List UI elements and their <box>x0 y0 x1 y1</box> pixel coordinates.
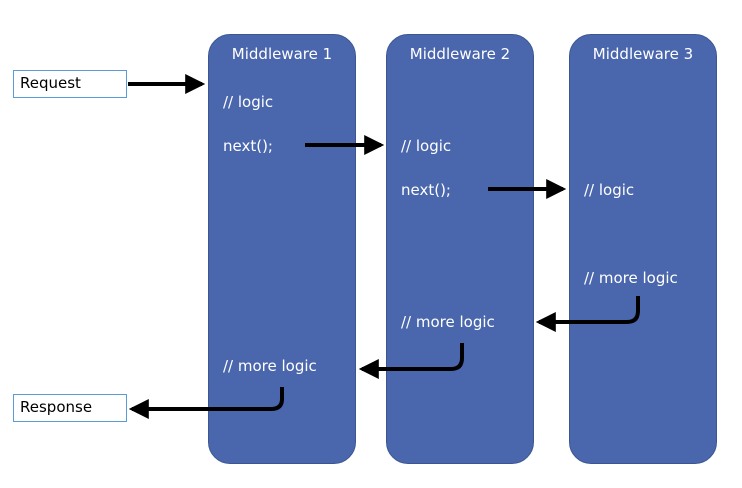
return-arrow-3-to-2 <box>535 296 640 332</box>
middleware-2-logic: // logic <box>401 137 452 155</box>
middleware-3-more-logic: // more logic <box>584 269 678 287</box>
middleware-2-box: Middleware 2 // logic next(); // more lo… <box>386 34 534 464</box>
return-arrow-2-to-1 <box>358 343 464 379</box>
response-label: Response <box>20 398 93 416</box>
middleware-3-box: Middleware 3 // logic // more logic <box>569 34 717 464</box>
middleware-3-logic: // logic <box>584 181 635 199</box>
middleware-2-more-logic: // more logic <box>401 313 495 331</box>
response-box: Response <box>13 394 127 422</box>
middleware-1-next: next(); <box>223 137 273 155</box>
response-arrow <box>128 387 284 419</box>
middleware-1-logic: // logic <box>223 93 274 111</box>
middleware-1-title: Middleware 1 <box>231 45 333 63</box>
middleware-2-next: next(); <box>401 181 451 199</box>
request-label: Request <box>20 74 81 92</box>
request-box: Request <box>13 70 127 98</box>
middleware-2-title: Middleware 2 <box>409 45 511 63</box>
middleware-1-more-logic: // more logic <box>223 357 317 375</box>
middleware-3-title: Middleware 3 <box>592 45 694 63</box>
